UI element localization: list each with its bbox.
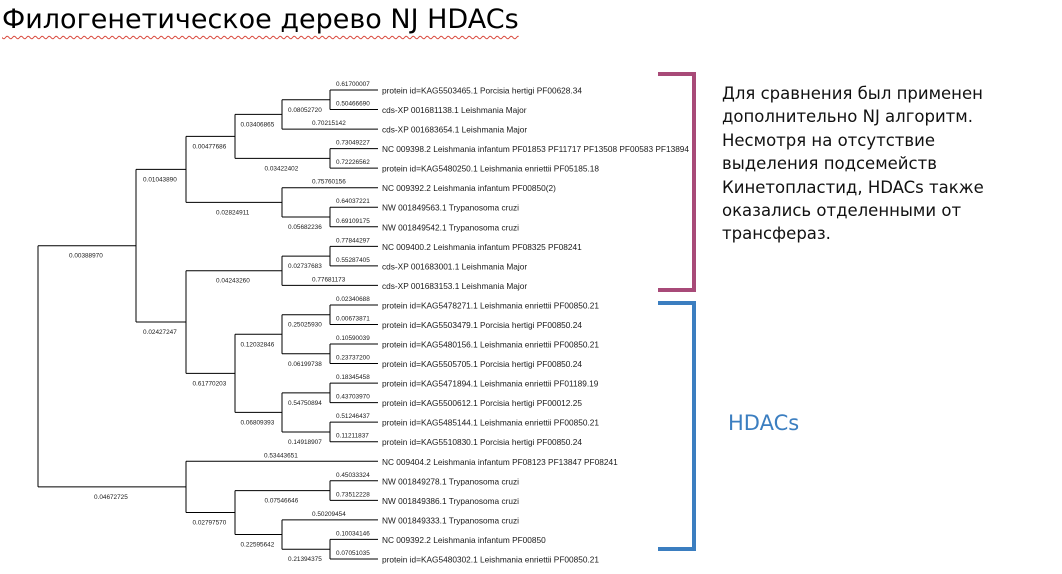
branch-length-label: 0.64037221 — [336, 198, 370, 205]
branch-length-label: 0.14918907 — [288, 439, 322, 446]
leaf-label: NW 001849542.1 Trypanosoma cruzi — [382, 222, 519, 232]
leaf-label: protein id=KAG5510830.1 Porcisia hertigi… — [382, 437, 582, 447]
branch-length-label: 0.10034146 — [336, 530, 370, 537]
branch-length-label: 0.11211837 — [336, 433, 369, 440]
leaf-label: NC 009392.2 Leishmania infantum PF00850 — [382, 535, 546, 545]
leaf-label: NC 009392.2 Leishmania infantum PF00850(… — [382, 183, 556, 193]
leaf-label: protein id=KAG5480302.1 Leishmania enrie… — [382, 554, 599, 564]
leaf-label: protein id=KAG5480250.1 Leishmania enrie… — [382, 164, 599, 174]
leaf-label: NC 009398.2 Leishmania infantum PF01853 … — [382, 144, 689, 154]
branch-length-label: 0.54750894 — [288, 400, 322, 407]
slide-title: Филогенетическое дерево NJ HDACs — [2, 4, 519, 35]
leaf-label: cds-XP 001683001.1 Leishmania Major — [382, 261, 527, 271]
leaf-label: cds-XP 001683153.1 Leishmania Major — [382, 281, 527, 291]
branch-length-label: 0.07051035 — [336, 550, 370, 557]
leaf-label: protein id=KAG5505705.1 Porcisia hertigi… — [382, 359, 582, 369]
branch-length-label: 0.04672725 — [94, 494, 128, 501]
leaf-label: NW 001849386.1 Trypanosoma cruzi — [382, 496, 519, 506]
hdacs-group-bracket — [658, 301, 696, 551]
branch-length-label: 0.43703970 — [336, 394, 370, 401]
branch-length-label: 0.01043890 — [143, 176, 177, 183]
branch-length-label: 0.05682236 — [288, 224, 322, 231]
leaf-label: NW 001849333.1 Trypanosoma cruzi — [382, 515, 519, 525]
branch-length-label: 0.00673871 — [336, 315, 370, 322]
leaf-label: NW 001849278.1 Trypanosoma cruzi — [382, 476, 519, 486]
description-line: Для сравнения был применен — [722, 84, 983, 103]
branch-length-label: 0.21394375 — [288, 556, 322, 563]
branch-length-label: 0.02824911 — [216, 209, 250, 216]
branch-length-label: 0.07546646 — [265, 498, 299, 505]
branch-length-label: 0.77844297 — [336, 237, 370, 244]
branch-length-label: 0.08052720 — [288, 107, 322, 114]
hdacs-group-label: HDACs — [728, 411, 800, 435]
branch-length-label: 0.10590039 — [336, 335, 370, 342]
leaf-label: protein id=KAG5503479.1 Porcisia hertigi… — [382, 320, 582, 330]
branch-length-label: 0.55287405 — [336, 257, 370, 264]
branch-length-label: 0.02427247 — [143, 329, 177, 336]
branch-length-label: 0.25025930 — [288, 322, 322, 329]
branch-length-label: 0.03422402 — [265, 165, 299, 172]
leaf-label: protein id=KAG5500612.1 Porcisia hertigi… — [382, 398, 582, 408]
branch-length-label: 0.06199738 — [288, 361, 322, 368]
leaf-label: protein id=KAG5503465.1 Porcisia hertigi… — [382, 86, 582, 96]
branch-length-label: 0.02340688 — [336, 296, 370, 303]
branch-length-label: 0.73049227 — [336, 140, 370, 147]
branch-length-label: 0.53443651 — [264, 452, 298, 459]
branch-length-label: 0.72226562 — [336, 159, 370, 166]
description-line: трансфераз. — [722, 224, 831, 244]
branch-length-label: 0.04243260 — [216, 278, 250, 285]
leaf-label: protein id=KAG5471894.1 Leishmania enrie… — [382, 379, 599, 389]
branch-length-label: 0.06809393 — [241, 419, 275, 426]
leaf-label: NC 009400.2 Leishmania infantum PF08325 … — [382, 242, 582, 252]
branch-length-label: 0.02737683 — [288, 263, 322, 270]
description-text: Для сравнения был применен дополнительно… — [722, 82, 1052, 246]
leaf-label: NW 001849563.1 Trypanosoma cruzi — [382, 203, 519, 213]
branch-length-label: 0.77681173 — [312, 276, 346, 283]
branch-length-label: 0.18345458 — [336, 374, 370, 381]
branch-length-label: 0.22595642 — [241, 542, 275, 549]
description-line: дополнительно NJ алгоритм. — [722, 107, 973, 127]
branch-length-label: 0.75760156 — [312, 179, 346, 186]
branch-length-label: 0.50209454 — [312, 511, 346, 518]
branch-length-label: 0.23737200 — [336, 355, 370, 362]
branch-length-label: 0.03406865 — [241, 121, 275, 128]
leaf-label: protein id=KAG5485144.1 Leishmania enrie… — [382, 418, 599, 428]
description-line: оказались отделенными от — [722, 201, 962, 221]
branch-length-label: 0.50466690 — [336, 101, 370, 108]
description-line: выделения подсемейств — [722, 154, 937, 174]
branch-length-label: 0.12032846 — [241, 341, 275, 348]
leaf-label: cds-XP 001681138.1 Leishmania Major — [382, 105, 527, 115]
description-line: Кинетопластид, HDACs также — [722, 177, 984, 197]
branch-length-label: 0.45033324 — [336, 472, 370, 479]
branch-length-label: 0.02797570 — [193, 520, 227, 527]
branch-length-label: 0.73512228 — [336, 491, 370, 498]
branch-length-label: 0.00477686 — [193, 143, 227, 150]
branch-length-label: 0.61700007 — [336, 81, 370, 88]
leaf-label: protein id=KAG5480156.1 Leishmania enrie… — [382, 340, 599, 350]
leaf-label: protein id=KAG5478271.1 Leishmania enrie… — [382, 300, 599, 310]
branch-length-label: 0.51246437 — [336, 413, 370, 420]
branch-length-label: 0.00388970 — [69, 253, 103, 260]
branch-length-label: 0.61770203 — [193, 380, 227, 387]
leaf-label: cds-XP 001683654.1 Leishmania Major — [382, 125, 527, 135]
branch-length-label: 0.69109175 — [336, 218, 370, 225]
branch-length-label: 0.70215142 — [312, 120, 346, 127]
leaf-label: NC 009404.2 Leishmania infantum PF08123 … — [382, 457, 618, 467]
upper-group-bracket — [658, 72, 696, 292]
description-line: Несмотря на отсутствие — [722, 130, 936, 150]
